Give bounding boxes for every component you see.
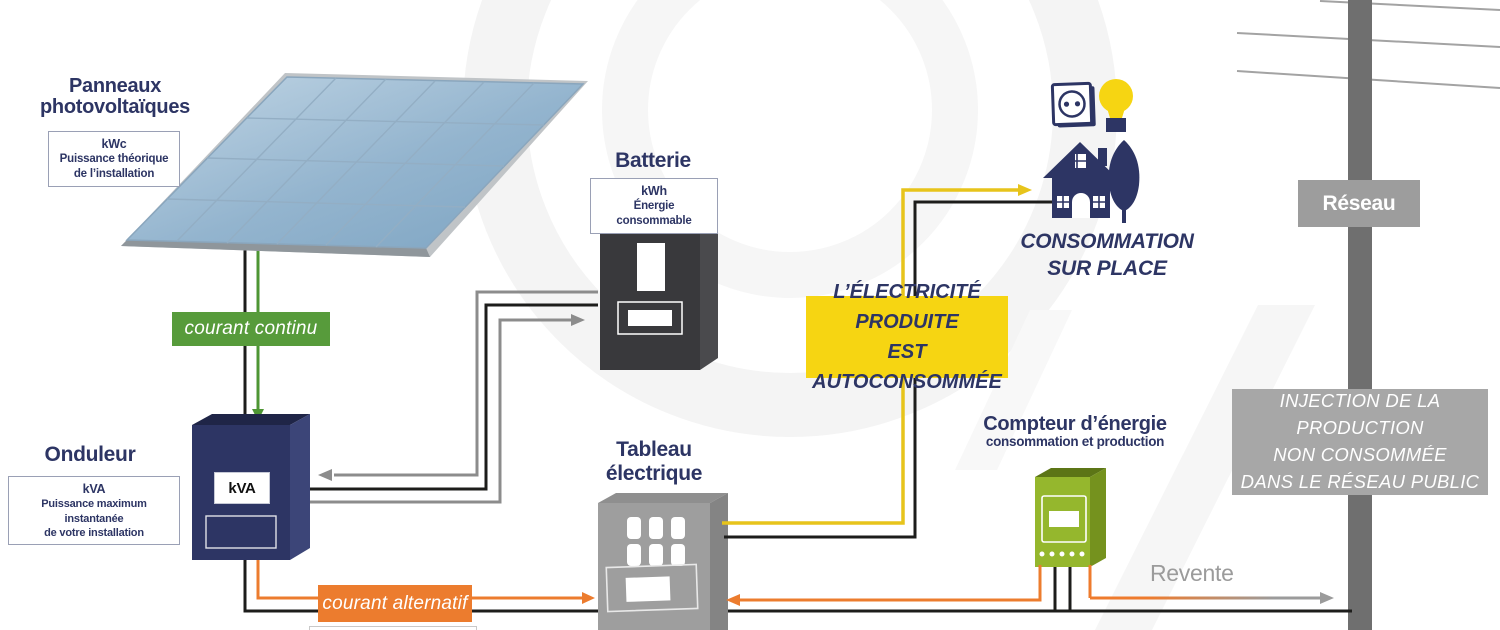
inverter-to-battery-wire <box>300 318 571 504</box>
tree-icon <box>1108 140 1140 223</box>
consumption-line2: SUR PLACE <box>1047 257 1167 281</box>
injection-line2: NON CONSOMMÉE <box>1273 444 1447 465</box>
inverter-to-battery-arrow <box>571 314 585 326</box>
injection-box: INJECTION DE LA PRODUCTION NON CONSOMMÉE… <box>1232 389 1488 495</box>
house-arrow-yellow <box>1018 184 1032 196</box>
utility-pole-icon <box>1236 0 1500 630</box>
electrical-panel-title-line1: Tableau <box>616 438 692 461</box>
battery-icon <box>600 216 718 370</box>
autoconsumption-line1: L’ÉLECTRICITÉ PRODUITE <box>833 281 981 333</box>
solar-panel-icon <box>121 73 588 257</box>
meter-subtitle: consommation et production <box>985 434 1165 449</box>
battery-unit: kWh <box>641 184 667 198</box>
inverter-title: Onduleur <box>44 443 136 466</box>
energy-meter-icon <box>1035 468 1106 567</box>
battery-wire-black <box>300 303 598 491</box>
panels-unit-box: kWc Puissance théorique de l’installatio… <box>48 131 180 188</box>
consumption-label: CONSOMMATION SUR PLACE <box>1018 228 1196 283</box>
cutoff-label-box <box>309 626 477 630</box>
light-bulb-icon <box>1099 79 1133 132</box>
bottom-wire-black <box>243 552 1352 613</box>
battery-to-inverter-arrow <box>318 469 332 481</box>
inverter-kva-label: kVA <box>214 472 270 504</box>
electrical-panel-title: Tableau électrique <box>591 438 717 486</box>
panels-unit: kWc <box>101 137 127 151</box>
inverter-unit: kVA <box>82 482 106 496</box>
electrical-panel-icon <box>598 493 728 630</box>
house-icon <box>1043 142 1117 218</box>
inverter-desc-line2: de votre installation <box>44 526 144 539</box>
battery-unit-box: kWh Énergie consommable <box>590 178 718 235</box>
electrical-panel-title-line2: électrique <box>605 462 703 486</box>
consumption-line1: CONSOMMATION <box>1020 230 1194 253</box>
battery-to-inverter-wire <box>334 290 598 477</box>
panels-title-line1: Panneaux <box>68 75 162 97</box>
inverter-unit-box: kVA Puissance maximum instantanée de vot… <box>8 476 180 546</box>
meter-to-panel-wire <box>740 565 1042 602</box>
meter-title-block: Compteur d’énergie consommation et produ… <box>970 414 1180 449</box>
battery-desc: Énergie consommable <box>616 200 692 228</box>
revente-arrow <box>1320 592 1334 604</box>
panels-desc-line2: de l’installation <box>73 168 155 181</box>
ac-flow-label: courant alternatif <box>318 585 472 622</box>
revente-label: Revente <box>1150 560 1234 586</box>
battery-title: Batterie <box>615 149 691 172</box>
autoconsumption-box: L’ÉLECTRICITÉ PRODUITE EST AUTOCONSOMMÉE <box>806 281 1008 393</box>
panels-desc-line1: Puissance théorique <box>59 153 169 166</box>
inverter-desc-line1: Puissance maximum instantanée <box>41 498 147 525</box>
panels-title-line2: photovoltaïques <box>40 96 190 118</box>
autoconsumption-line2: EST AUTOCONSOMMÉE <box>812 341 1002 393</box>
panels-title: Panneaux photovoltaïques <box>30 76 200 118</box>
injection-line3: DANS LE RÉSEAU PUBLIC <box>1240 470 1480 492</box>
ac-arrow <box>582 592 595 604</box>
meter-title: Compteur d’énergie <box>983 413 1167 435</box>
wires-under <box>243 248 1352 613</box>
power-outlet-icon <box>1050 81 1096 128</box>
dc-flow-label: courant continu <box>172 312 330 346</box>
meter-to-panel-arrow <box>726 594 740 606</box>
ac-wire-orange <box>256 552 582 600</box>
grid-label: Réseau <box>1298 180 1420 227</box>
injection-line1: INJECTION DE LA PRODUCTION <box>1279 390 1441 439</box>
